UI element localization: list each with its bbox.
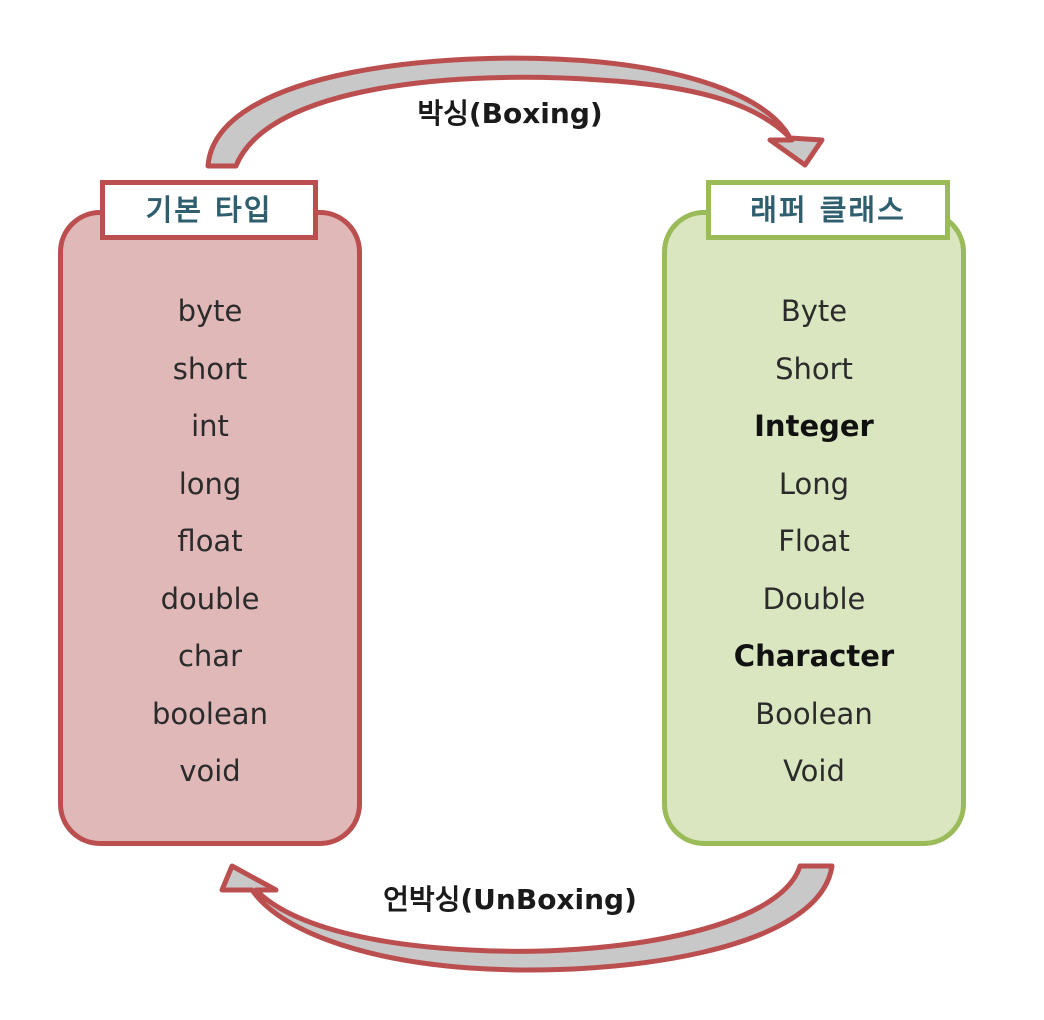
primitive-type-item: char <box>177 639 243 673</box>
primitive-types-list: byte short int long float double char boolean vo… <box>63 283 357 801</box>
unboxing-arrow <box>219 863 835 973</box>
primitive-type-item: int <box>191 409 229 443</box>
wrapper-class-item: Boolean <box>755 696 873 731</box>
wrapper-class-item: Void <box>783 754 845 788</box>
primitive-type-item: double <box>160 581 260 616</box>
primitive-types-panel: byte short int long float double char boolean vo… <box>58 210 362 846</box>
wrapper-class-item: Integer <box>754 409 874 443</box>
primitive-type-item: float <box>177 524 243 558</box>
boxing-label: 박싱(Boxing) <box>417 97 603 130</box>
wrapper-class-item: Float <box>778 524 850 558</box>
primitive-type-item: long <box>178 466 242 501</box>
primitive-type-item: void <box>179 754 241 788</box>
primitive-types-header: 기본 타입 <box>100 180 318 240</box>
wrapper-classes-header: 래퍼 클래스 <box>706 180 950 240</box>
primitive-type-item: short <box>172 351 248 386</box>
unboxing-label: 언박싱(UnBoxing) <box>383 883 637 916</box>
wrapper-class-item: Short <box>775 351 853 386</box>
primitive-type-item: byte <box>177 294 243 328</box>
wrapper-class-item: Double <box>762 581 866 616</box>
wrapper-class-item: Character <box>733 639 895 673</box>
primitive-type-item: boolean <box>152 696 268 731</box>
wrapper-class-item: Long <box>778 466 850 501</box>
boxing-arrow <box>205 55 825 169</box>
wrapper-class-item: Byte <box>780 294 848 328</box>
